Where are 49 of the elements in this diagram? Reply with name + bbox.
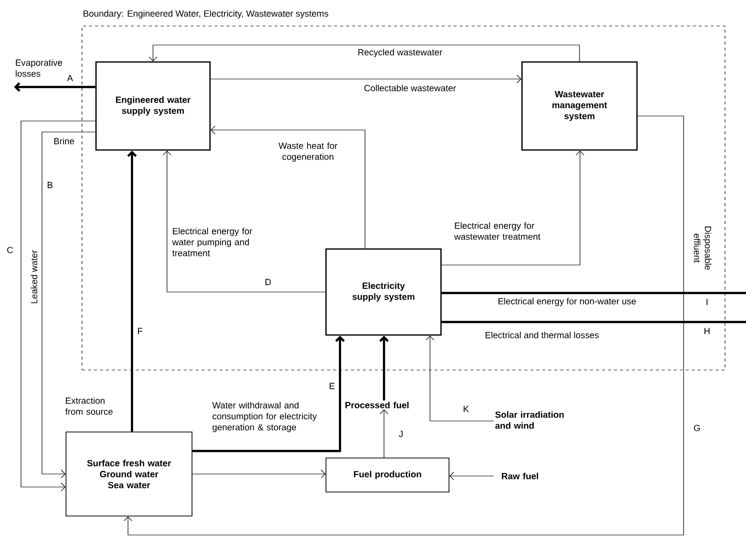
- edge-label: Electrical energy for wastewater treatment: [454, 222, 540, 240]
- edge-label: Evaporative losses: [16, 59, 62, 77]
- edge-label: Brine: [54, 138, 74, 144]
- arrow: [14, 82, 96, 92]
- arrow: [210, 126, 366, 249]
- edge-label: Water withdrawal and consumption for electricity generation & storage: [212, 402, 317, 432]
- arrow: [210, 74, 522, 84]
- edge-label: Waste heat for cogeneration: [278, 142, 338, 162]
- flow-letter: E: [330, 382, 335, 390]
- arrow: [426, 336, 494, 422]
- flow-letter: K: [464, 406, 469, 412]
- flow-letter: F: [138, 328, 142, 334]
- flow-letter: C: [7, 246, 13, 254]
- arrow: [192, 336, 345, 452]
- flow-letter: D: [266, 278, 271, 286]
- flow-letter: B: [48, 182, 53, 188]
- flow-letter: I: [706, 298, 708, 306]
- flow-text: Solar irradiation and wind: [495, 411, 564, 429]
- arrow: [192, 470, 326, 478]
- arrow: [449, 472, 494, 480]
- arrow: [20, 120, 96, 492]
- arrow: [441, 150, 584, 266]
- flow-letter: J: [398, 430, 403, 438]
- edge-label: Disposable effluent: [694, 226, 712, 270]
- process-box: Wastewater management system: [521, 61, 638, 151]
- arrow: [379, 336, 389, 400]
- flow-letter: A: [67, 74, 73, 82]
- edge-label: Recycled wastewater: [358, 48, 442, 58]
- process-box: Surface fresh water Ground water Sea water: [66, 432, 192, 516]
- process-box: Electricity supply system: [325, 248, 442, 336]
- arrow: [127, 150, 137, 432]
- edge-label: Collectable wastewater: [364, 84, 456, 92]
- edge-label: Electrical energy for non-water use: [498, 298, 636, 306]
- edge-label: Extraction from source: [65, 397, 113, 415]
- flow-text: Raw fuel: [502, 472, 538, 480]
- node-label: Boundary: Engineered Water, Electricity, Wastewater systems: [84, 10, 328, 18]
- process-box: Engineered water supply system: [95, 61, 211, 151]
- arrow: [148, 44, 580, 62]
- edge-label: Electrical and thermal losses: [486, 332, 599, 338]
- arrow: [124, 116, 684, 536]
- arrow: [380, 409, 388, 458]
- flow-letter: G: [694, 424, 700, 432]
- process-box: Fuel production: [326, 458, 450, 492]
- arrow: [42, 132, 96, 478]
- edge-label: Leaked water: [30, 250, 38, 304]
- flow-text: Processed fuel: [345, 402, 408, 408]
- arrow: [162, 150, 326, 292]
- flow-letter: H: [704, 328, 710, 334]
- edge-label: Electrical energy for water pumping and treatment: [172, 228, 252, 256]
